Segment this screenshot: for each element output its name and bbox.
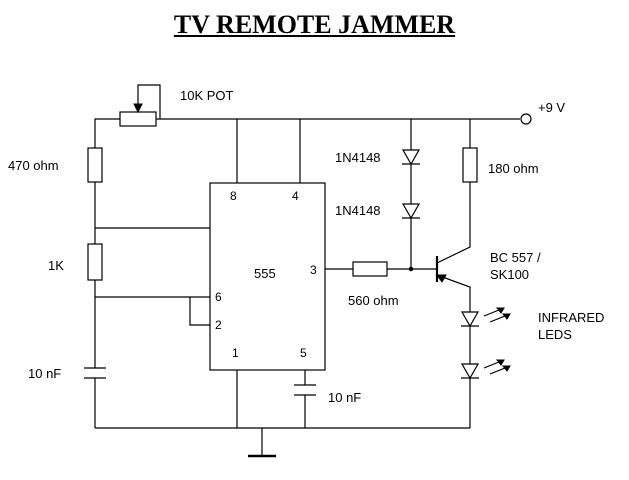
pin-4: 4 (292, 189, 299, 203)
ir-led-2 (460, 359, 511, 380)
label-supply: +9 V (538, 100, 565, 115)
pin-5: 5 (300, 346, 307, 360)
label-d1: 1N4148 (335, 150, 381, 165)
wire-trig-thresh (95, 296, 210, 326)
label-leds-line2: LEDS (538, 327, 572, 342)
capacitor-bottom (294, 384, 316, 396)
label-leds-line1: INFRARED (538, 310, 604, 325)
pin-2: 2 (215, 318, 222, 332)
diode-1n4148-1 (401, 149, 421, 166)
label-ic: 555 (254, 266, 276, 281)
label-transistor-line1: BC 557 / (490, 250, 541, 265)
label-d2: 1N4148 (335, 203, 381, 218)
label-c10n-left: 10 nF (28, 366, 61, 381)
label-pot: 10K POT (180, 88, 234, 103)
junction-dot (408, 266, 414, 272)
ground-rail (95, 427, 470, 456)
ir-led-1 (460, 307, 511, 328)
resistor-1k (87, 243, 103, 281)
label-r470: 470 ohm (8, 158, 59, 173)
ic-555 (209, 182, 326, 371)
transistor-bc557 (435, 182, 471, 312)
label-r1k: 1K (48, 258, 64, 273)
label-c10n-bottom: 10 nF (328, 390, 361, 405)
label-r560: 560 ohm (348, 293, 399, 308)
resistor-470 (87, 147, 103, 183)
label-transistor-line2: SK100 (490, 267, 529, 282)
wire-pin8-pin4 (236, 119, 301, 183)
pin-8: 8 (230, 189, 237, 203)
top-rail-wire (94, 118, 520, 148)
resistor-560 (352, 261, 388, 277)
pin-3: 3 (310, 263, 317, 277)
supply-terminal (520, 113, 532, 125)
diode-1n4148-2 (401, 203, 421, 220)
pin-6: 6 (215, 290, 222, 304)
pin-1: 1 (232, 346, 239, 360)
resistor-180 (462, 147, 478, 183)
capacitor-left (84, 367, 106, 379)
pot-10k (119, 84, 161, 127)
diagram-title: TV REMOTE JAMMER (173, 10, 456, 39)
label-r180: 180 ohm (488, 161, 539, 176)
